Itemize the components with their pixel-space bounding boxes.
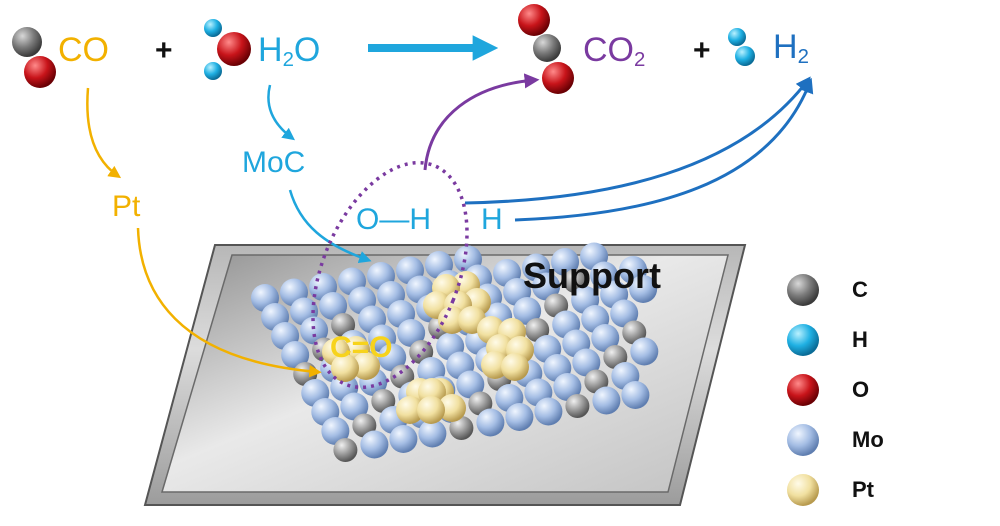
lattice-mo-atom xyxy=(319,292,348,320)
legend-pt-sphere xyxy=(787,474,819,506)
h2o-label: H2O xyxy=(258,31,321,72)
oh-to-h2-arrow xyxy=(464,76,811,205)
pt-atom xyxy=(417,396,445,424)
h-to-h2-arrow xyxy=(514,77,814,222)
lattice-mo-atom xyxy=(476,408,505,437)
pt-to-surface-arrow xyxy=(136,227,322,378)
moc-to-surface-arrow xyxy=(288,189,372,264)
lattice-mo-atom xyxy=(360,430,389,459)
support-label: Support xyxy=(523,255,661,296)
lattice-mo-atom xyxy=(456,370,485,399)
h2-label: H2 xyxy=(773,28,809,69)
lattice-mo-atom xyxy=(378,343,407,372)
h2o-molecule-icon xyxy=(204,19,251,80)
pt-atom xyxy=(352,352,380,380)
lattice-mo-atom xyxy=(513,297,542,325)
legend-label-c: C xyxy=(852,277,868,302)
co-to-pt-arrow xyxy=(86,87,122,179)
plus-sign-1: + xyxy=(155,34,173,67)
legend-label-pt: Pt xyxy=(852,477,874,502)
oh-to-co2-arrow xyxy=(423,73,540,171)
pt-label: Pt xyxy=(112,190,141,223)
pt-atom xyxy=(331,354,359,382)
legend-label-h: H xyxy=(852,327,868,352)
lattice-mo-atom xyxy=(321,417,350,445)
lattice-mo-atom xyxy=(630,337,659,366)
legend-o-sphere xyxy=(787,374,819,406)
legend-label-mo: Mo xyxy=(852,427,884,452)
lattice-mo-atom xyxy=(389,425,418,453)
pt-atom xyxy=(396,396,424,424)
active-site-ellipse xyxy=(311,160,469,390)
co-label: CO xyxy=(58,31,109,69)
lattice-mo-atom xyxy=(532,272,561,301)
oh-label: O—H xyxy=(356,203,431,236)
legend-h-sphere xyxy=(787,324,819,356)
lattice-mo-atom xyxy=(551,248,580,276)
lattice-mo-atom xyxy=(300,316,329,345)
pt-atom xyxy=(438,306,466,334)
lattice-c-atom xyxy=(565,394,590,418)
lattice-mo-atom xyxy=(553,373,582,401)
h-atom-label: H xyxy=(481,203,503,236)
legend-label-o: O xyxy=(852,377,870,402)
h2o-to-moc-arrow xyxy=(267,84,295,141)
lattice-mo-atom xyxy=(534,397,563,426)
moc-label: MoC xyxy=(242,146,306,179)
pt-atom xyxy=(438,394,466,422)
lattice-mo-atom xyxy=(591,324,620,352)
co2-label: CO2 xyxy=(583,31,646,72)
lattice-mo-atom xyxy=(572,348,601,377)
co2-molecule-icon xyxy=(518,4,574,94)
lattice-mo-atom xyxy=(505,403,534,431)
legend-mo-sphere xyxy=(787,424,819,456)
lattice-mo-atom xyxy=(610,299,639,328)
lattice-mo-atom xyxy=(340,392,369,421)
pt-atom xyxy=(501,353,529,381)
lattice-c-atom xyxy=(333,438,358,462)
legend-c-sphere xyxy=(787,274,819,306)
plus-sign-2: + xyxy=(693,34,711,67)
lattice-mo-atom xyxy=(592,386,621,415)
legend-spheres xyxy=(787,274,819,506)
pt-clusters xyxy=(322,271,534,424)
lattice-mo-atom xyxy=(397,319,426,347)
lattice-c-atom xyxy=(449,416,474,440)
lattice-mo-atom xyxy=(621,381,650,409)
lattice-mo-atom xyxy=(418,419,447,448)
h2-molecule-icon xyxy=(728,28,755,66)
adsorbed-co-label: C=O xyxy=(330,331,393,364)
lattice-mo-atom xyxy=(281,341,310,369)
co-molecule-icon xyxy=(12,27,56,88)
lattice-mo-atom xyxy=(629,275,658,303)
